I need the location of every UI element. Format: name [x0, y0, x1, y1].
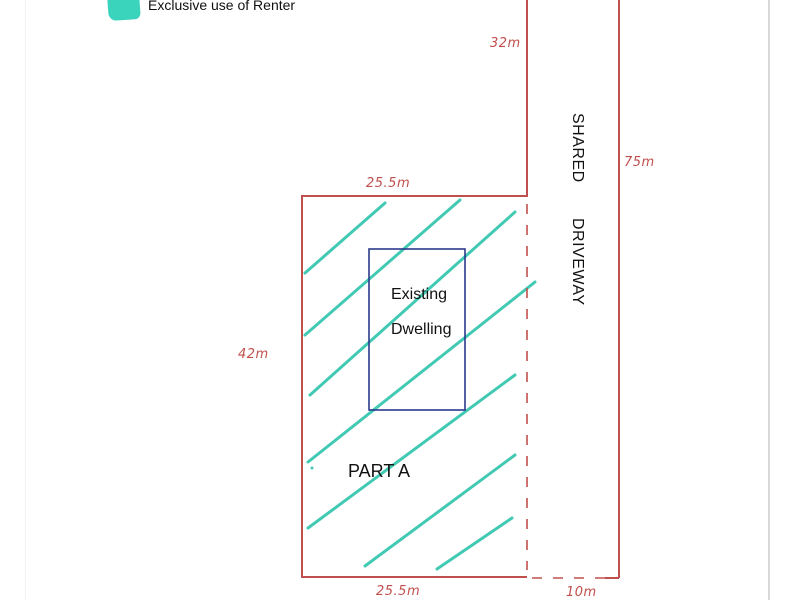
- dwelling-label-existing: Existing: [391, 286, 448, 303]
- driveway-label-driveway: DRIVEWAY: [569, 218, 586, 306]
- dashed-division: [526, 204, 605, 579]
- hatch-lines: [303, 198, 537, 571]
- dim-driveway-bottom: 10m: [566, 585, 597, 600]
- part-a-label: PART A: [348, 461, 411, 481]
- page-edge-left: [25, 0, 26, 600]
- existing-dwelling: [368, 248, 466, 411]
- dim-lot-top: 25.5m: [366, 176, 411, 191]
- driveway-label-shared: SHARED: [569, 113, 586, 183]
- lot-boundary: [301, 0, 620, 579]
- dim-driveway-top: 32m: [490, 36, 521, 51]
- dim-driveway-right: 75m: [624, 155, 655, 170]
- legend-label: Exclusive use of Renter: [148, 0, 296, 13]
- dim-lot-left: 42m: [238, 347, 269, 362]
- page-edge-right: [768, 0, 770, 600]
- dim-lot-bottom: 25.5m: [376, 584, 421, 599]
- dwelling-label-dwelling: Dwelling: [391, 321, 452, 338]
